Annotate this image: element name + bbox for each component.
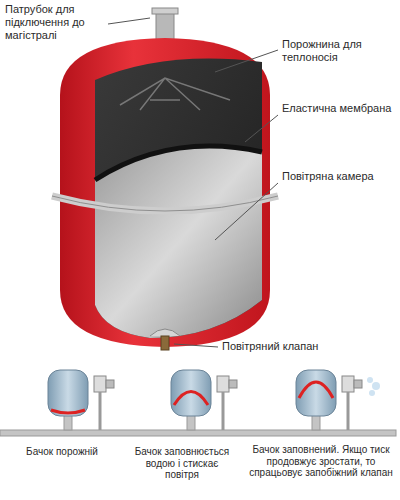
state-caption: Бачок заповнюється водою і стискає повіт… (128, 446, 236, 481)
part-label: Еластична мембрана (282, 102, 394, 115)
part-label: Повітряний клапан (222, 340, 332, 353)
part-label: Повітряна камера (282, 170, 394, 183)
state-caption: Бачок заповнений. Якщо тиск продовжує зр… (246, 444, 396, 479)
state-caption: Бачок порожній (12, 446, 112, 458)
part-label: Патрубок для підключення до магістралі (5, 3, 105, 43)
part-label: Порожнина для теплоносія (282, 38, 394, 64)
